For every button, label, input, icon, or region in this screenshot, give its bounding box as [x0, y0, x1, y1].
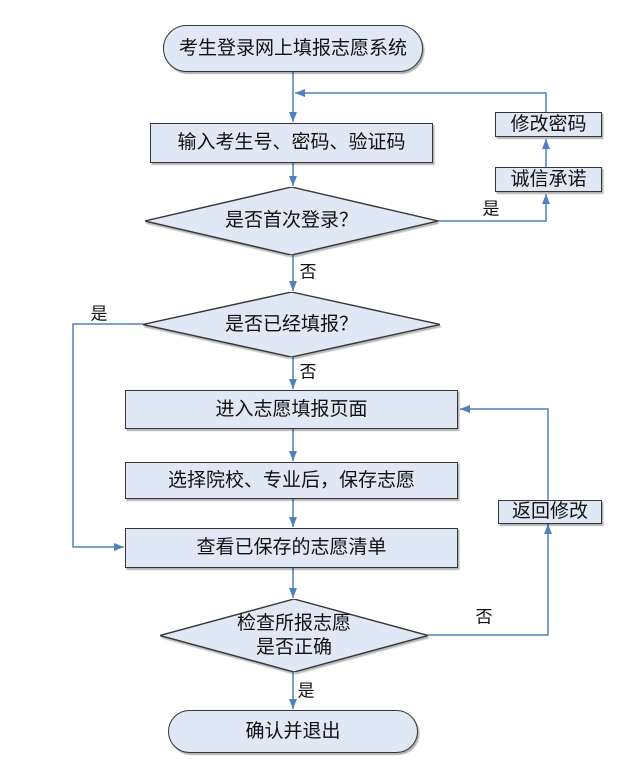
- node-enter-application-page: 进入志愿填报页面: [125, 390, 458, 429]
- node-decision-already-filled-label: 是否已经填报？: [224, 312, 358, 335]
- edge-label-already-filled-yes: 是: [90, 304, 108, 325]
- node-start: 考生登录网上填报志愿系统: [163, 25, 423, 72]
- edge-alreadyfilled-yes-to-viewlist: [72, 323, 143, 551]
- node-change-password: 修改密码: [495, 112, 602, 137]
- node-return-modify: 返回修改: [498, 500, 602, 524]
- node-end: 确认并退出: [168, 710, 418, 753]
- diamond-shape: [160, 599, 428, 672]
- edge-label-check-correct-yes: 是: [297, 681, 315, 702]
- edge-returnmodify-to-enterpage: [460, 405, 549, 500]
- node-view-saved-list-label: 查看已保存的志愿清单: [196, 536, 387, 559]
- node-start-label: 考生登录网上填报志愿系统: [178, 36, 407, 59]
- edge-changepassword-to-mainline: [295, 89, 547, 112]
- check-correct-line1: 检查所报志愿: [236, 611, 351, 634]
- node-change-password-label: 修改密码: [510, 112, 587, 135]
- node-decision-first-login-label: 是否首次登录？: [224, 209, 358, 232]
- diamond-shape: [143, 292, 440, 357]
- node-decision-check-correct-label: 检查所报志愿 是否正确: [237, 612, 351, 660]
- node-return-modify-label: 返回修改: [511, 500, 588, 523]
- edge-firstlogin-yes-to-pledge: [438, 194, 550, 222]
- check-correct-line2: 是否正确: [255, 635, 332, 658]
- node-input-credentials-label: 输入考生号、密码、验证码: [177, 131, 406, 154]
- node-select-and-save-label: 选择院校、专业后，保存志愿: [167, 468, 415, 491]
- edge-check-no-to-returnmodify: [428, 524, 552, 636]
- node-integrity-pledge: 诚信承诺: [495, 167, 602, 192]
- node-decision-first-login: 是否首次登录？: [145, 187, 438, 255]
- node-end-label: 确认并退出: [245, 719, 341, 742]
- edge-label-first-login-yes: 是: [482, 199, 500, 220]
- node-input-credentials: 输入考生号、密码、验证码: [150, 123, 433, 163]
- node-integrity-pledge-label: 诚信承诺: [510, 167, 587, 190]
- node-enter-application-page-label: 进入志愿填报页面: [215, 397, 368, 420]
- node-view-saved-list: 查看已保存的志愿清单: [125, 528, 458, 568]
- diamond-shape: [145, 187, 438, 255]
- edge-label-check-correct-no: 否: [475, 607, 493, 628]
- edge-label-first-login-no: 否: [299, 262, 317, 283]
- node-decision-check-correct: 检查所报志愿 是否正确: [160, 599, 428, 672]
- edge-label-already-filled-no: 否: [299, 362, 317, 383]
- node-select-and-save: 选择院校、专业后，保存志愿: [125, 462, 458, 499]
- node-decision-already-filled: 是否已经填报？: [143, 292, 440, 357]
